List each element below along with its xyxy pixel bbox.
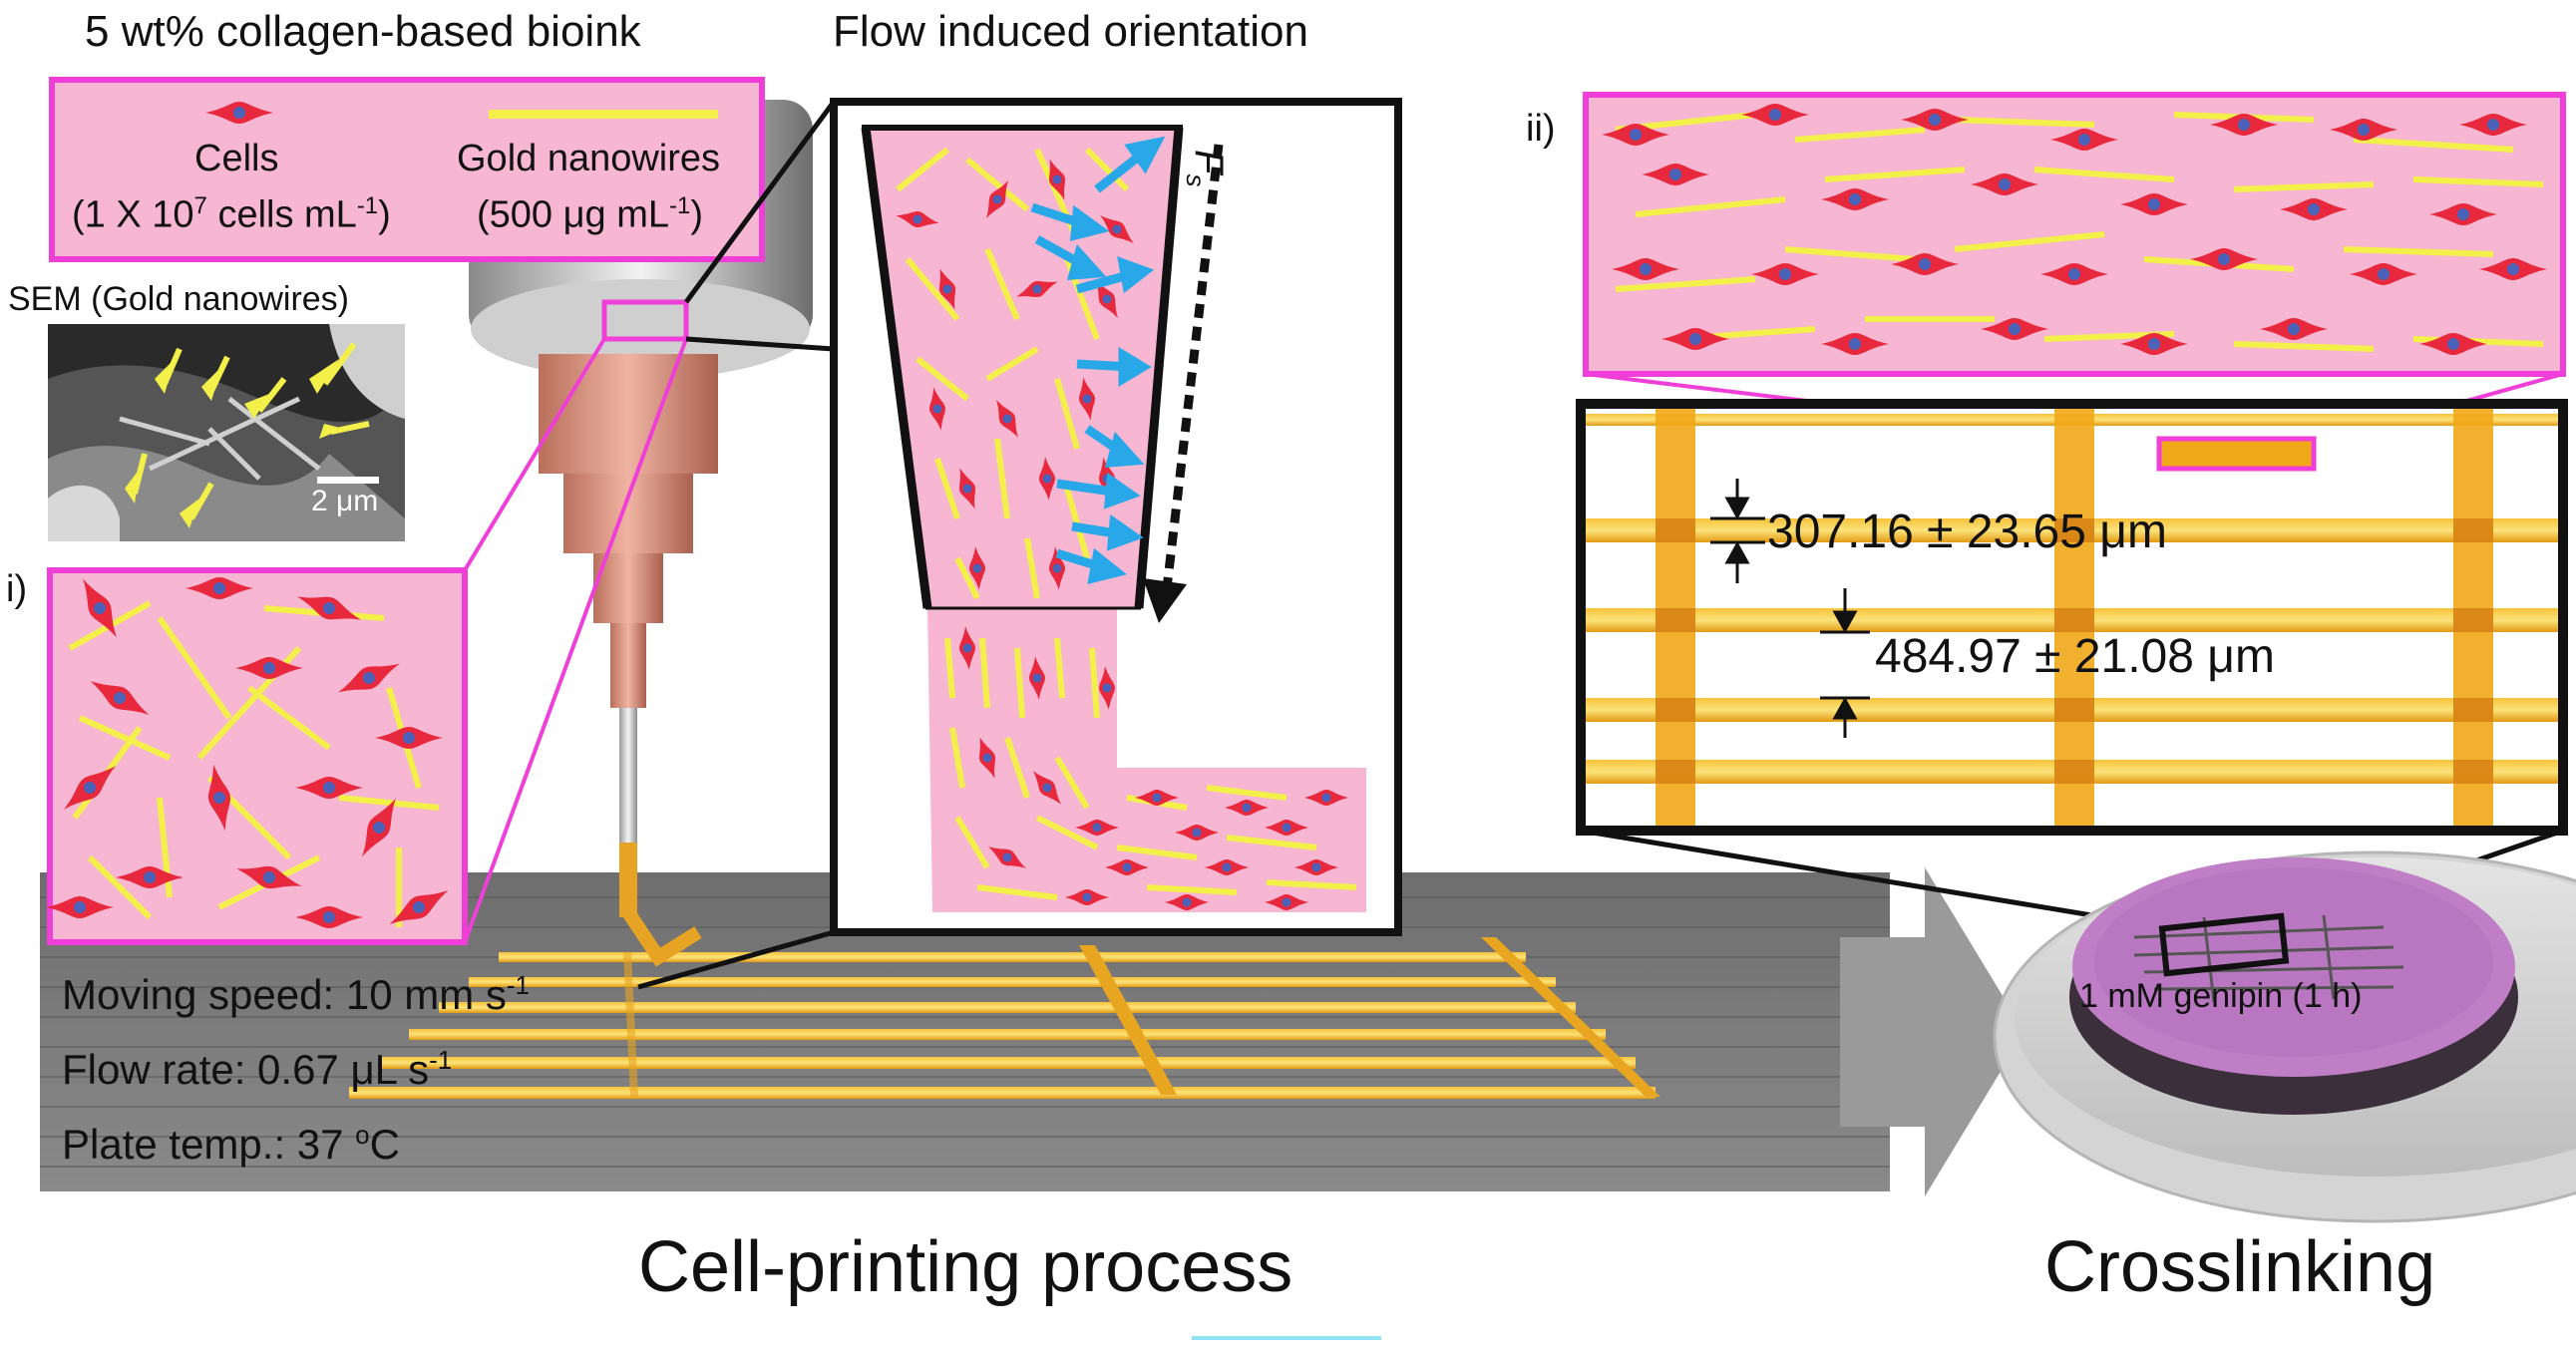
nanowires-concentration: (500 μg mL-1): [477, 192, 703, 236]
flow-box: [830, 98, 1402, 936]
process-arrow: [1840, 867, 2024, 1196]
measure-spacing-2: 484.97 ± 21.08 μm: [1875, 630, 2275, 683]
cells-concentration: (1 X 107 cells mL-1): [72, 192, 391, 236]
printing-caption: Cell-printing process: [638, 1227, 1293, 1307]
inset-ii-label: ii): [1526, 108, 1556, 150]
zoom-lines-i: [463, 299, 689, 943]
zoom-lines-flow: [637, 100, 837, 990]
shear-force-label: Fs: [1181, 150, 1231, 187]
printed-scaffold: [349, 937, 1660, 1099]
nanowires-label: Gold nanowires: [457, 138, 721, 179]
sem-label: SEM (Gold nanowires): [8, 280, 350, 318]
param-temp: Plate temp.: 37 oC: [62, 1120, 400, 1168]
bioink-title: 5 wt% collagen-based bioink: [85, 7, 641, 56]
bioink-box: [49, 77, 765, 262]
divider-line: [1192, 1336, 1381, 1340]
inset-i-label: i): [6, 568, 28, 610]
param-flow: Flow rate: 0.67 μL s-1: [62, 1045, 453, 1093]
sem-scale: 2 μm: [311, 485, 379, 517]
cells-label: Cells: [194, 138, 279, 179]
sem-image: [48, 324, 405, 541]
inset-i: [46, 567, 468, 945]
flow-title: Flow induced orientation: [833, 7, 1308, 56]
inset-ii: [1583, 92, 2566, 377]
grid-box: [1576, 399, 2568, 836]
dish-label: 1 mM genipin (1 h): [2079, 977, 2363, 1015]
crosslinking-caption: Crosslinking: [2044, 1227, 2436, 1307]
petri-dish: [1993, 850, 2576, 1223]
param-speed: Moving speed: 10 mm s-1: [62, 970, 530, 1018]
measure-spacing-1: 307.16 ± 23.65 μm: [1767, 506, 2167, 558]
